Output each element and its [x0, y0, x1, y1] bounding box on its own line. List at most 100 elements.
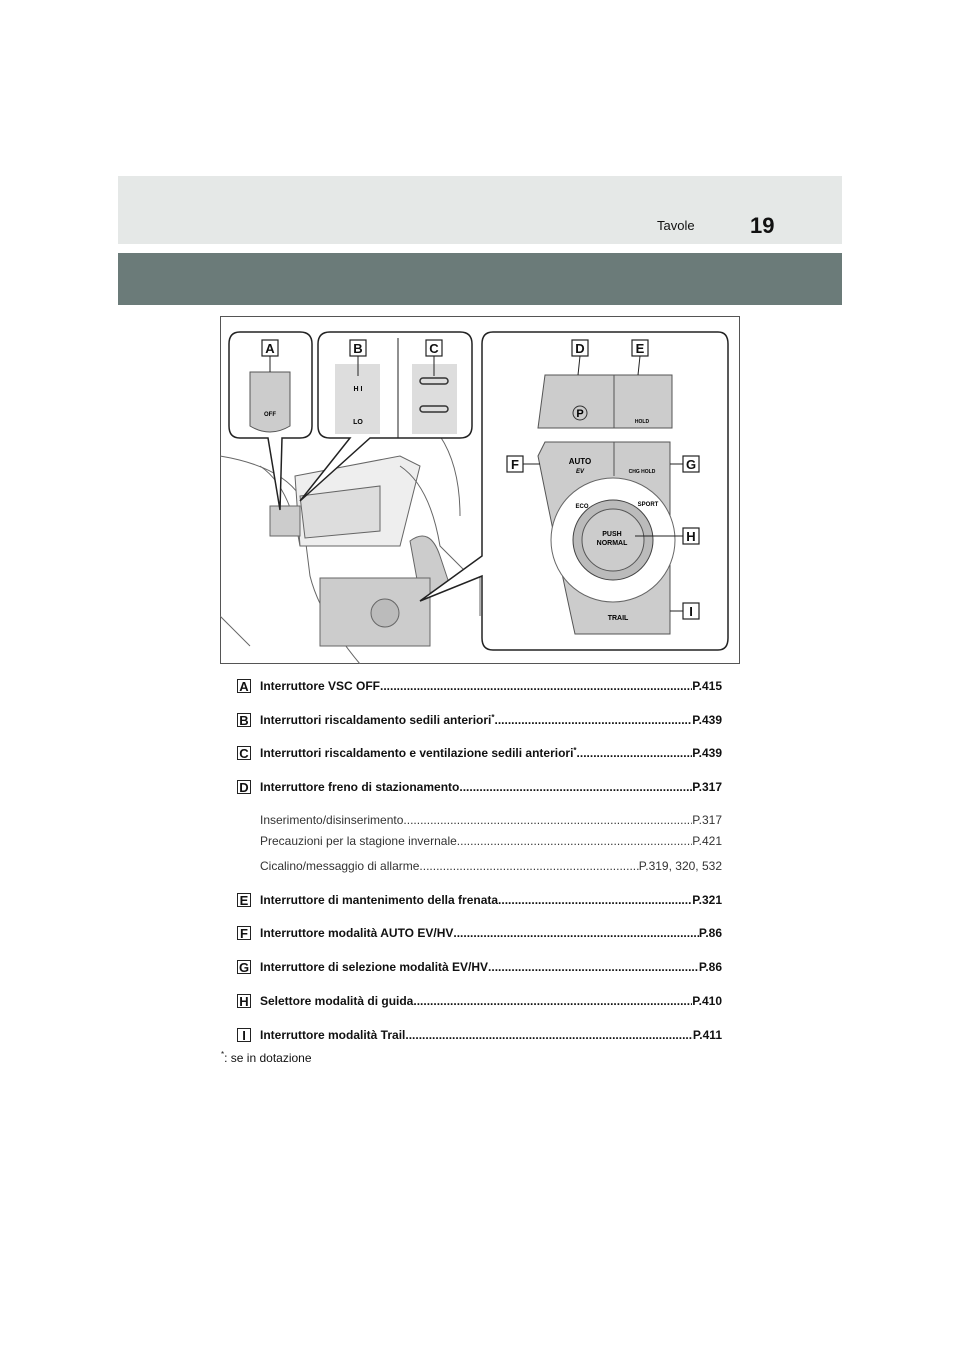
entry-letter-box: E: [237, 893, 251, 908]
leader-dots: [405, 1028, 692, 1042]
trail-label: TRAIL: [608, 615, 629, 622]
reference-entry: D Interruttore freno di stazionamento P.31…: [237, 779, 722, 795]
entry-text: Interruttore di selezione modalità EV/HV…: [260, 960, 722, 974]
leader-dots: [459, 780, 692, 794]
entry-title: Interruttori riscaldamento e ventilazion…: [260, 746, 574, 760]
header-band: [118, 176, 842, 244]
footnote-star: *: [221, 1050, 225, 1059]
entry-title: Interruttore di mantenimento della frena…: [260, 893, 499, 907]
entry-text: Interruttore di mantenimento della frena…: [260, 893, 722, 907]
entry-text: Interruttore modalità AUTO EV/HV P.86: [260, 926, 722, 940]
callout-e: E: [636, 341, 645, 356]
callout-i: I: [689, 604, 693, 619]
page-reference[interactable]: P.439: [692, 746, 722, 760]
page-number: 19: [750, 213, 775, 238]
off-label: OFF: [264, 412, 276, 418]
entry-text: Selettore modalità di guida P.410: [260, 994, 722, 1008]
reference-entry: Inserimento/disinserimento P.317: [237, 812, 722, 828]
chg-hold-label: CHG HOLD: [629, 469, 656, 475]
leader-dots: [419, 859, 638, 873]
asterisk: *: [573, 746, 577, 755]
page-reference[interactable]: P.411: [692, 1028, 722, 1042]
reference-entry: A Interruttore VSC OFF P.415: [237, 678, 722, 694]
page-reference[interactable]: P.86: [698, 926, 722, 940]
asterisk: *: [491, 713, 495, 722]
page-reference[interactable]: P.410: [692, 994, 722, 1008]
page-reference[interactable]: P.317: [692, 813, 722, 827]
hi-label: H I: [354, 386, 363, 393]
leader-dots: [403, 813, 692, 827]
entry-text: Interruttore modalità Trail P.411: [260, 1028, 722, 1042]
reference-entry: Cicalino/messaggio di allarme P.319, 320,…: [237, 858, 722, 874]
reference-entry: F Interruttore modalità AUTO EV/HV P.86: [237, 925, 722, 941]
callout-d: D: [575, 341, 584, 356]
entry-text: Precauzioni per la stagione invernale P.…: [260, 834, 722, 848]
hold-label: HOLD: [635, 419, 650, 425]
entry-letter-box: G: [237, 959, 251, 975]
entry-title: Selettore modalità di guida: [260, 994, 414, 1008]
entry-title: Interruttore di selezione modalità EV/HV: [260, 960, 489, 974]
parking-label: P: [576, 408, 583, 420]
callout-h: H: [686, 529, 695, 544]
entry-text: Interruttori riscaldamento e ventilazion…: [260, 746, 722, 760]
entry-text: Interruttore freno di stazionamento P.317: [260, 780, 722, 794]
callout-g: G: [686, 457, 696, 472]
reference-entry: C Interruttori riscaldamento e ventilazio…: [237, 745, 722, 761]
entry-title: Interruttore modalità Trail: [260, 1028, 406, 1042]
reference-entry: I Interruttore modalità Trail P.411: [237, 1027, 722, 1043]
leader-dots: [413, 994, 692, 1008]
entry-title: Precauzioni per la stagione invernale: [260, 834, 457, 848]
entry-letter-box: A: [237, 679, 251, 694]
leader-dots: [453, 926, 699, 940]
lo-label: LO: [353, 419, 363, 426]
entry-text: Interruttore VSC OFF P.415: [260, 679, 722, 693]
footnote: *: se in dotazione: [221, 1050, 312, 1065]
leader-dots: [380, 679, 692, 693]
console-illustration: OFF H I LO P HOLD AUTO EV CHG HOLD ECO S…: [220, 316, 740, 664]
normal-label: NORMAL: [597, 540, 628, 547]
page-reference[interactable]: P.415: [692, 679, 722, 693]
leader-dots: [577, 746, 693, 760]
entry-title: Interruttore VSC OFF: [260, 679, 381, 693]
entry-text: Inserimento/disinserimento P.317: [260, 813, 722, 827]
entry-title: Cicalino/messaggio di allarme: [260, 859, 420, 873]
reference-entry: G Interruttore di selezione modalità EV/H…: [237, 959, 722, 975]
reference-entry: H Selettore modalità di guida P.410: [237, 993, 722, 1009]
entry-letter-box: F: [237, 926, 251, 941]
page-reference[interactable]: P.439: [692, 713, 722, 727]
reference-entry: B Interruttori riscaldamento sedili anter…: [237, 712, 722, 728]
page-reference[interactable]: P.421: [692, 834, 722, 848]
section-band: [118, 253, 842, 305]
entry-letter-box: B: [237, 713, 251, 728]
page-reference[interactable]: P.321: [692, 893, 722, 907]
reference-entry: E Interruttore di mantenimento della fren…: [237, 892, 722, 908]
entry-letter-box: C: [237, 746, 251, 761]
entry-letter-box: I: [237, 1028, 251, 1043]
leader-dots: [498, 893, 692, 907]
leader-dots: [457, 834, 692, 848]
push-label: PUSH: [602, 531, 621, 538]
entry-letter-box: H: [237, 994, 251, 1009]
callout-c: C: [429, 341, 439, 356]
callout-b: B: [353, 341, 362, 356]
footnote-text: : se in dotazione: [224, 1051, 312, 1065]
entry-text: Cicalino/messaggio di allarme P.319, 320,…: [260, 859, 722, 873]
leader-dots: [488, 960, 699, 974]
page-reference[interactable]: P.86: [698, 960, 722, 974]
eco-label: ECO: [575, 504, 588, 510]
entry-title: Interruttore freno di stazionamento: [260, 780, 460, 794]
entry-title: Interruttori riscaldamento sedili anteri…: [260, 713, 492, 727]
entry-title: Inserimento/disinserimento: [260, 813, 404, 827]
sport-label: SPORT: [638, 502, 659, 508]
entry-text: Interruttori riscaldamento sedili anteri…: [260, 713, 722, 727]
callout-a: A: [265, 341, 275, 356]
ev-label: EV: [576, 469, 585, 475]
auto-label: AUTO: [569, 457, 592, 466]
entry-title: Interruttore modalità AUTO EV/HV: [260, 926, 454, 940]
callout-f: F: [511, 457, 519, 472]
leader-dots: [495, 713, 693, 727]
entry-letter-box: D: [237, 780, 251, 795]
page-reference[interactable]: P.317: [692, 780, 722, 794]
page-reference[interactable]: P.319, 320, 532: [638, 859, 722, 873]
